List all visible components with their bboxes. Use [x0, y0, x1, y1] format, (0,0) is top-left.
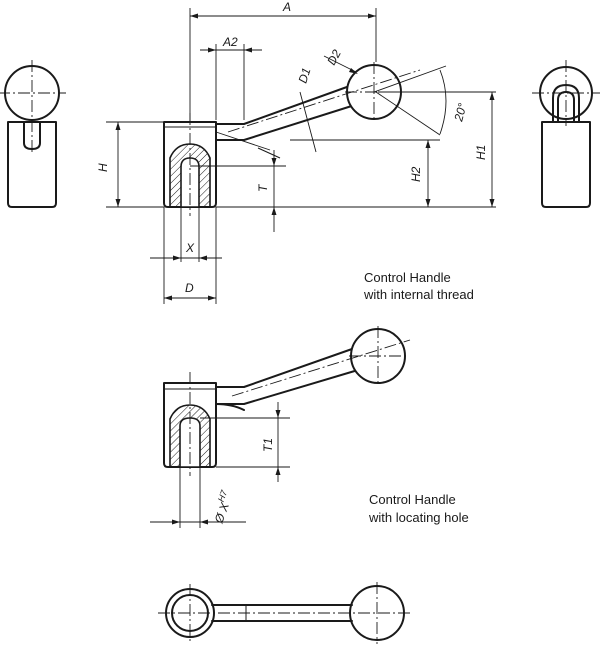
- label-X-hole-sup: H7: [216, 488, 230, 503]
- side-view-right: [532, 60, 600, 208]
- label-A: A: [282, 0, 291, 14]
- front-view-internal-thread: [163, 62, 441, 216]
- label-X-hole: Ø XH7: [209, 488, 237, 526]
- front-view-locating-hole: [163, 326, 411, 476]
- label-H2: H2: [409, 166, 423, 182]
- label-A2: A2: [222, 35, 238, 49]
- dimensions-top: [106, 8, 496, 304]
- label-H1: H1: [474, 145, 488, 160]
- caption-internal-line1: Control Handle: [364, 270, 451, 285]
- side-view-left: [0, 60, 66, 208]
- label-T1: T1: [261, 438, 275, 452]
- label-X: X: [185, 241, 195, 255]
- top-view: [158, 582, 412, 644]
- dimensions-bottom: [150, 402, 290, 528]
- caption-internal-line2: with internal thread: [363, 287, 474, 302]
- label-T: T: [256, 183, 270, 192]
- label-angle-20: 20°: [451, 101, 470, 123]
- label-D: D: [185, 281, 194, 295]
- label-D2: D2: [324, 47, 344, 67]
- label-H: H: [96, 163, 110, 172]
- caption-locating-line2: with locating hole: [368, 510, 469, 525]
- label-D1: D1: [296, 66, 314, 85]
- caption-locating-line1: Control Handle: [369, 492, 456, 507]
